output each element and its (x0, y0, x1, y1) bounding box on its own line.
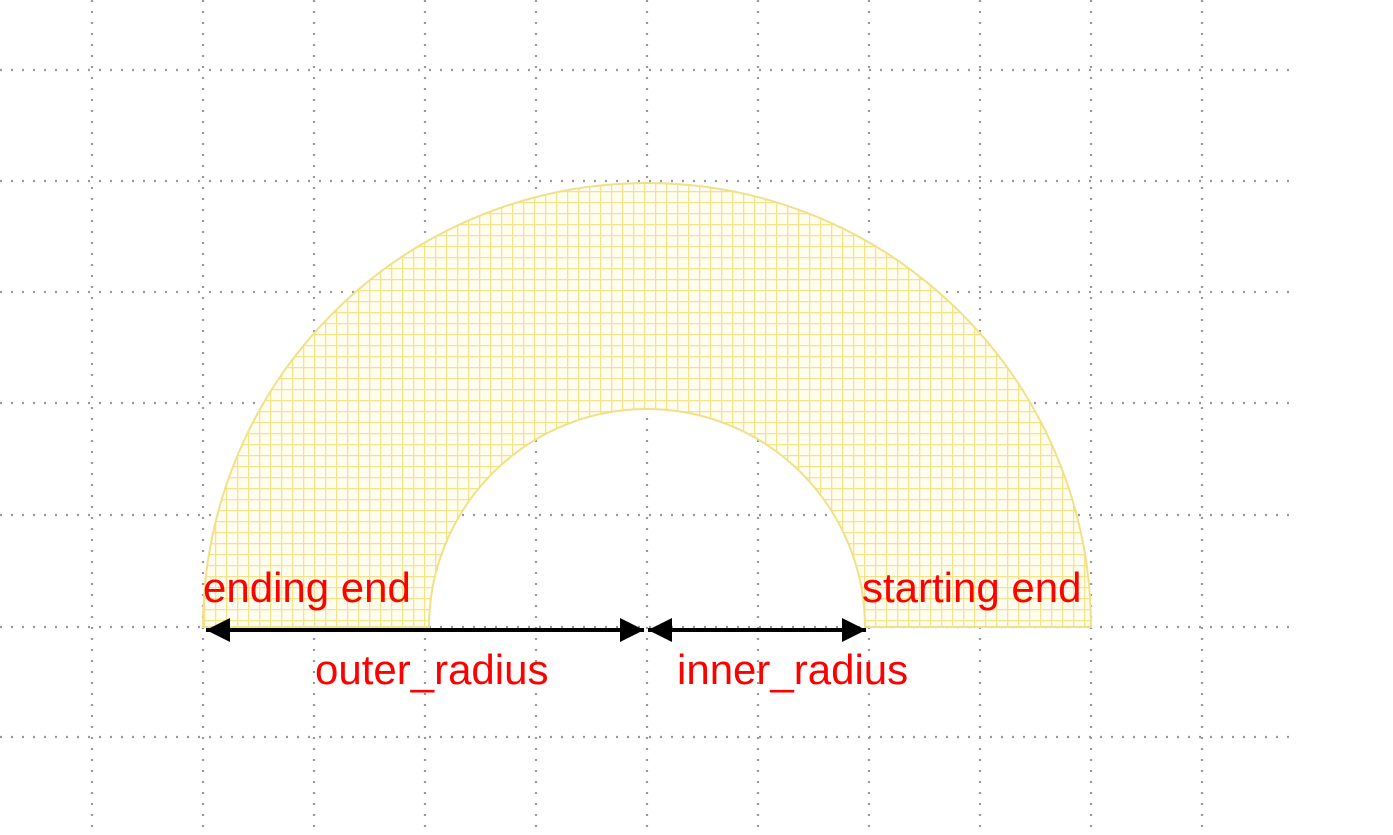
outer-radius-label: outer_radius (315, 646, 548, 693)
dotted-grid (0, 0, 1295, 835)
ending-end-label: ending end (203, 564, 411, 611)
starting-end-label: starting end (862, 564, 1081, 611)
inner-radius-label: inner_radius (677, 646, 908, 693)
half-annulus-hatch (201, 182, 1093, 628)
half-annulus-shape (201, 182, 1093, 628)
